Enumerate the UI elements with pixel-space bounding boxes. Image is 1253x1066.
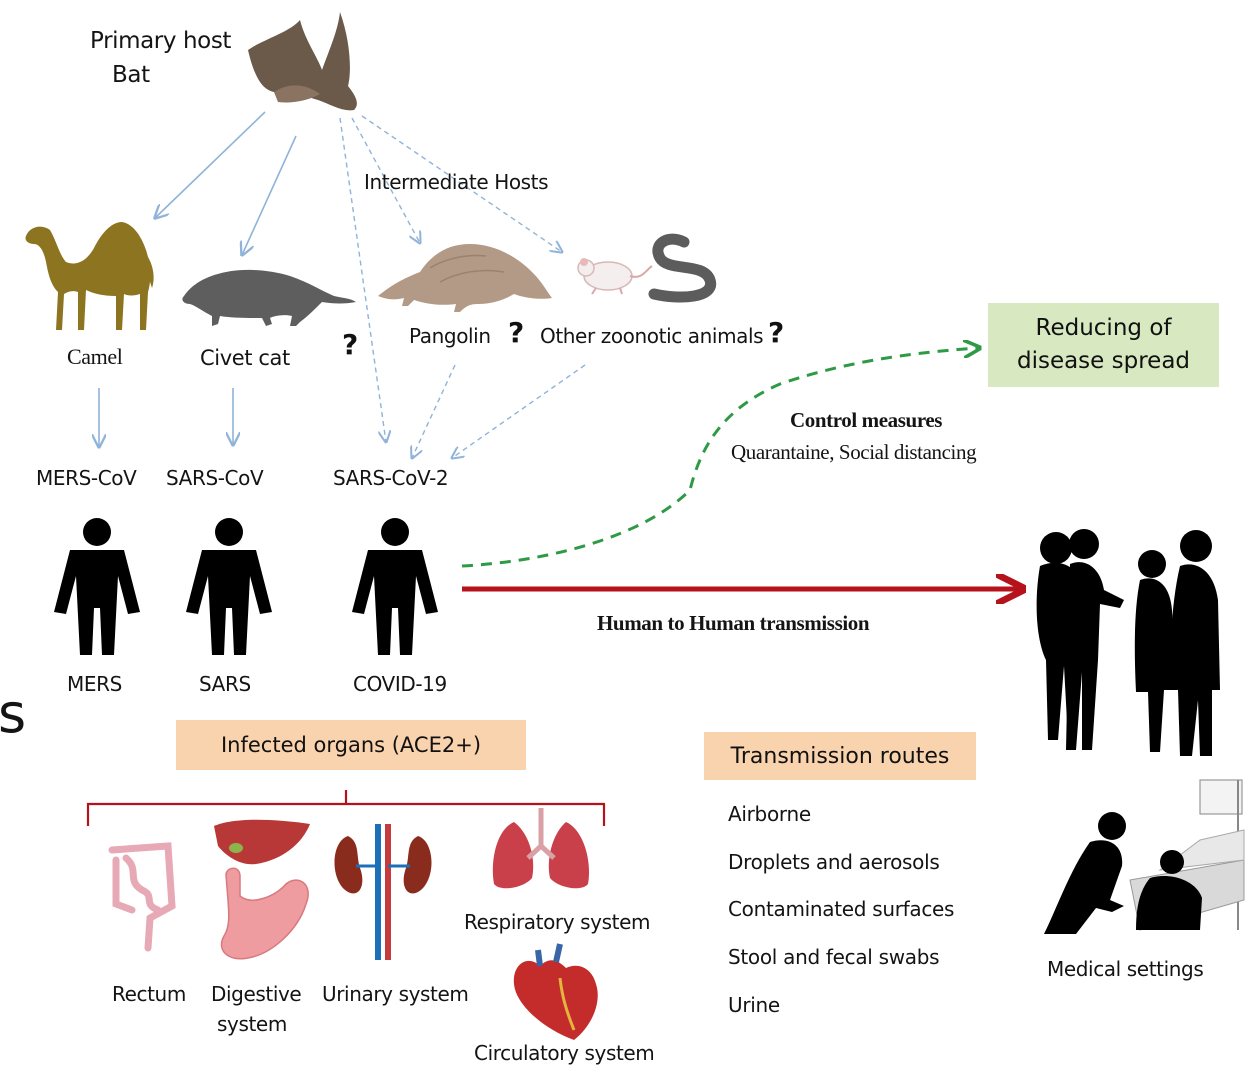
circulatory-system-label: Circulatory system bbox=[474, 1041, 654, 1065]
sars-label: SARS bbox=[199, 672, 251, 696]
pangolin-label: Pangolin bbox=[409, 324, 491, 348]
question-mark-pangolin: ? bbox=[508, 316, 524, 349]
stomach-icon bbox=[221, 868, 308, 959]
control-measures-detail: Quarantaine, Social distancing bbox=[731, 440, 976, 465]
reducing-disease-spread-box: Reducing of disease spread bbox=[988, 303, 1219, 387]
sars-cov-label: SARS-CoV bbox=[166, 466, 263, 490]
sars-cov-2-label: SARS-CoV-2 bbox=[333, 466, 448, 490]
route-item: Droplets and aerosols bbox=[728, 850, 940, 874]
mers-cov-label: MERS-CoV bbox=[36, 466, 136, 490]
edge-fragment: s bbox=[0, 682, 26, 745]
heart-icon bbox=[514, 944, 598, 1040]
snake-icon bbox=[654, 238, 711, 297]
reducing-line2: disease spread bbox=[1017, 345, 1190, 378]
urinary-system-label: Urinary system bbox=[322, 982, 468, 1006]
arrow-bat-to-civet bbox=[242, 136, 296, 255]
medical-settings-label: Medical settings bbox=[1047, 957, 1203, 981]
arrow-other-to-sars-cov-2 bbox=[452, 365, 585, 458]
arrow-pangolin-to-sars-cov-2 bbox=[412, 365, 455, 458]
civet-icon bbox=[182, 270, 356, 326]
arrow-bat-to-camel bbox=[155, 112, 265, 218]
medical-setting-icon bbox=[1044, 780, 1244, 934]
liver-icon bbox=[214, 820, 310, 865]
control-measures-title: Control measures bbox=[790, 408, 942, 433]
question-mark-civet: ? bbox=[342, 328, 358, 361]
person-sars-icon bbox=[186, 518, 272, 655]
mouse-icon bbox=[578, 258, 652, 294]
camel-icon bbox=[25, 222, 153, 330]
primary-host-label: Primary host bbox=[90, 28, 231, 54]
camel-label: Camel bbox=[67, 344, 122, 370]
mers-label: MERS bbox=[67, 672, 122, 696]
human-to-human-label: Human to Human transmission bbox=[597, 611, 869, 636]
other-zoonotic-label: Other zoonotic animals bbox=[540, 324, 763, 348]
rectum-label: Rectum bbox=[112, 982, 186, 1006]
reducing-line1: Reducing of bbox=[1036, 312, 1172, 345]
covid-19-label: COVID-19 bbox=[353, 672, 447, 696]
pangolin-icon bbox=[378, 244, 552, 312]
people-group-icon bbox=[1037, 529, 1220, 756]
person-mers-icon bbox=[54, 518, 140, 655]
bat-label: Bat bbox=[112, 62, 150, 88]
route-item: Urine bbox=[728, 993, 780, 1017]
civet-cat-label: Civet cat bbox=[200, 346, 290, 370]
rectum-icon bbox=[112, 846, 172, 948]
question-mark-other: ? bbox=[768, 316, 784, 349]
route-item: Stool and fecal swabs bbox=[728, 945, 939, 969]
route-item: Airborne bbox=[728, 802, 811, 826]
respiratory-system-label: Respiratory system bbox=[464, 910, 650, 934]
organs-bracket bbox=[88, 790, 604, 826]
intermediate-hosts-label: Intermediate Hosts bbox=[364, 170, 548, 194]
digestive-label-line1: Digestive bbox=[211, 982, 301, 1006]
digestive-label-line2: system bbox=[217, 1012, 287, 1036]
bat-icon bbox=[248, 12, 357, 110]
lungs-icon bbox=[493, 808, 589, 888]
person-covid-icon bbox=[352, 518, 438, 655]
route-item: Contaminated surfaces bbox=[728, 897, 954, 921]
transmission-routes-box: Transmission routes bbox=[704, 732, 976, 780]
kidney-icon bbox=[335, 824, 432, 960]
infected-organs-box: Infected organs (ACE2+) bbox=[176, 720, 526, 770]
